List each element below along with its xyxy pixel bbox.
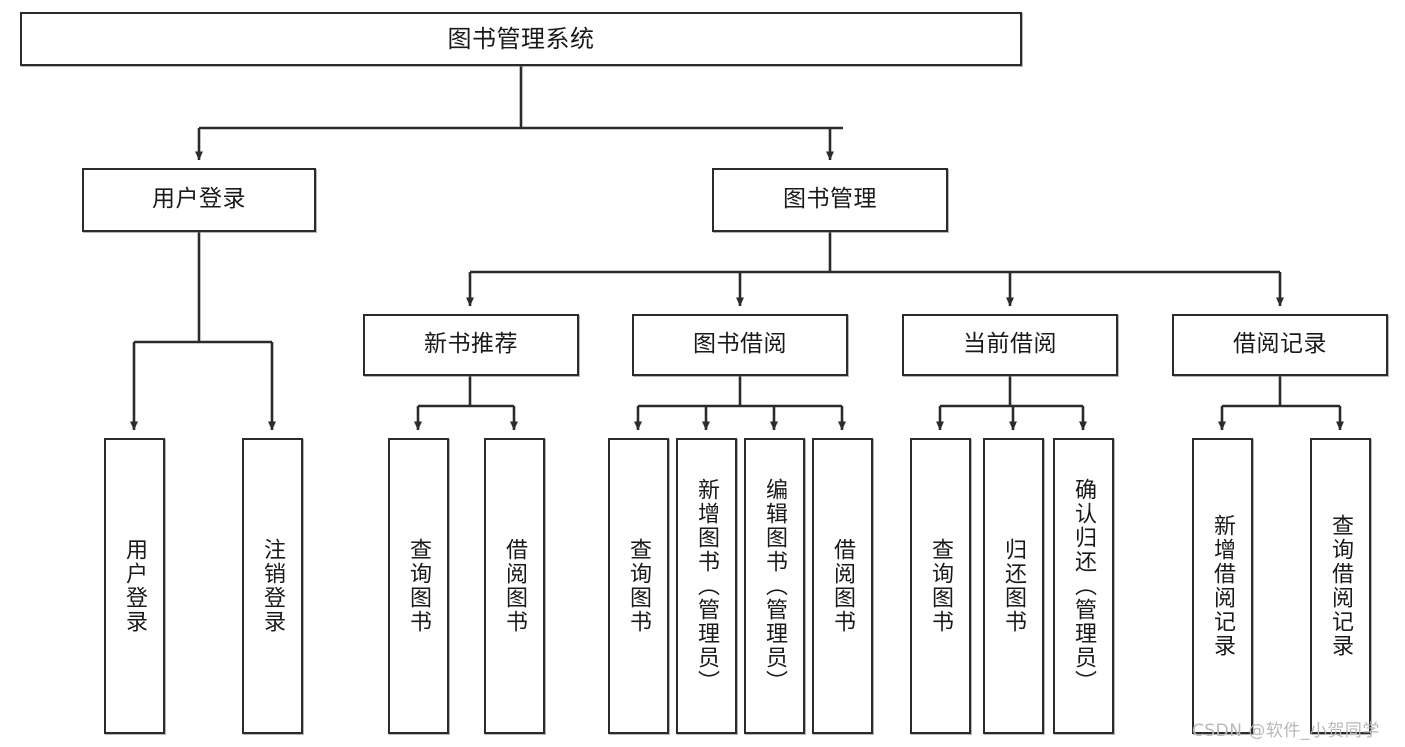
node-root[interactable]: 图书管理系统 [20, 12, 1022, 66]
node-leaf-query-book-3[interactable]: 查询图书 [910, 438, 971, 734]
node-leaf-add-record[interactable]: 新增借阅记录 [1192, 438, 1253, 734]
node-book-borrow-label: 图书借阅 [693, 331, 787, 358]
node-leaf-confirm-return-label: 确认归还（管理员） [1071, 478, 1097, 694]
node-borrow-record[interactable]: 借阅记录 [1172, 314, 1388, 376]
node-leaf-user-logout[interactable]: 注销登录 [242, 438, 303, 734]
node-new-book-recommend-label: 新书推荐 [424, 331, 518, 358]
node-book-manage-label: 图书管理 [783, 186, 877, 213]
node-leaf-query-book-2[interactable]: 查询图书 [608, 438, 669, 734]
node-leaf-add-book-label: 新增图书（管理员） [694, 478, 720, 694]
node-leaf-user-login[interactable]: 用户登录 [104, 438, 165, 734]
node-leaf-add-record-label: 新增借阅记录 [1210, 514, 1236, 658]
watermark: CSDN @软件_小贺同学 [1192, 721, 1380, 741]
node-borrow-record-label: 借阅记录 [1233, 331, 1327, 358]
node-leaf-edit-book[interactable]: 编辑图书（管理员） [744, 438, 805, 734]
node-leaf-return-book-label: 归还图书 [1001, 538, 1027, 634]
node-leaf-query-book-1-label: 查询图书 [406, 538, 432, 634]
node-new-book-recommend[interactable]: 新书推荐 [363, 314, 579, 376]
node-leaf-user-login-label: 用户登录 [122, 538, 148, 634]
node-leaf-borrow-book-2-label: 借阅图书 [830, 538, 856, 634]
node-leaf-borrow-book-1-label: 借阅图书 [502, 538, 528, 634]
node-leaf-query-book-1[interactable]: 查询图书 [388, 438, 449, 734]
node-leaf-query-record[interactable]: 查询借阅记录 [1310, 438, 1371, 734]
node-root-label: 图书管理系统 [447, 24, 595, 53]
node-current-borrow[interactable]: 当前借阅 [902, 314, 1118, 376]
node-leaf-return-book[interactable]: 归还图书 [983, 438, 1044, 734]
node-leaf-edit-book-label: 编辑图书（管理员） [762, 478, 788, 694]
node-leaf-user-logout-label: 注销登录 [260, 538, 286, 634]
node-current-borrow-label: 当前借阅 [963, 331, 1057, 358]
node-leaf-confirm-return[interactable]: 确认归还（管理员） [1053, 438, 1114, 734]
node-user-login[interactable]: 用户登录 [82, 168, 316, 232]
node-leaf-query-book-3-label: 查询图书 [928, 538, 954, 634]
node-book-manage[interactable]: 图书管理 [712, 168, 948, 232]
node-leaf-borrow-book-2[interactable]: 借阅图书 [812, 438, 873, 734]
node-book-borrow[interactable]: 图书借阅 [632, 314, 848, 376]
node-user-login-label: 用户登录 [152, 186, 246, 213]
node-leaf-add-book[interactable]: 新增图书（管理员） [676, 438, 737, 734]
node-leaf-query-record-label: 查询借阅记录 [1328, 514, 1354, 658]
node-leaf-query-book-2-label: 查询图书 [626, 538, 652, 634]
node-leaf-borrow-book-1[interactable]: 借阅图书 [484, 438, 545, 734]
